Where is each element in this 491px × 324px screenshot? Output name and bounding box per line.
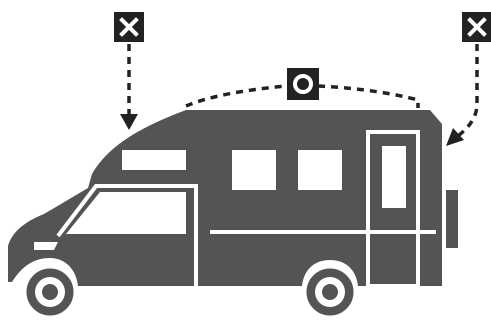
entry-door-window — [382, 146, 406, 208]
side-window-1 — [232, 150, 276, 190]
headlight — [34, 242, 58, 250]
arrow-head-down-icon — [120, 114, 138, 130]
rear-step — [446, 190, 458, 248]
rear-wheel — [304, 266, 356, 318]
marker-front-roof — [114, 12, 144, 42]
van-body — [8, 110, 442, 286]
marker-rear — [462, 12, 491, 42]
marker-roof-top — [287, 68, 319, 100]
side-window-2 — [298, 150, 342, 190]
arrow-head-diagonal-icon — [446, 128, 464, 146]
camper-van — [8, 110, 458, 318]
front-roof-arrow — [120, 44, 138, 130]
front-wheel — [24, 266, 76, 318]
rear-arrow — [446, 44, 477, 146]
overcab-window — [122, 150, 186, 170]
